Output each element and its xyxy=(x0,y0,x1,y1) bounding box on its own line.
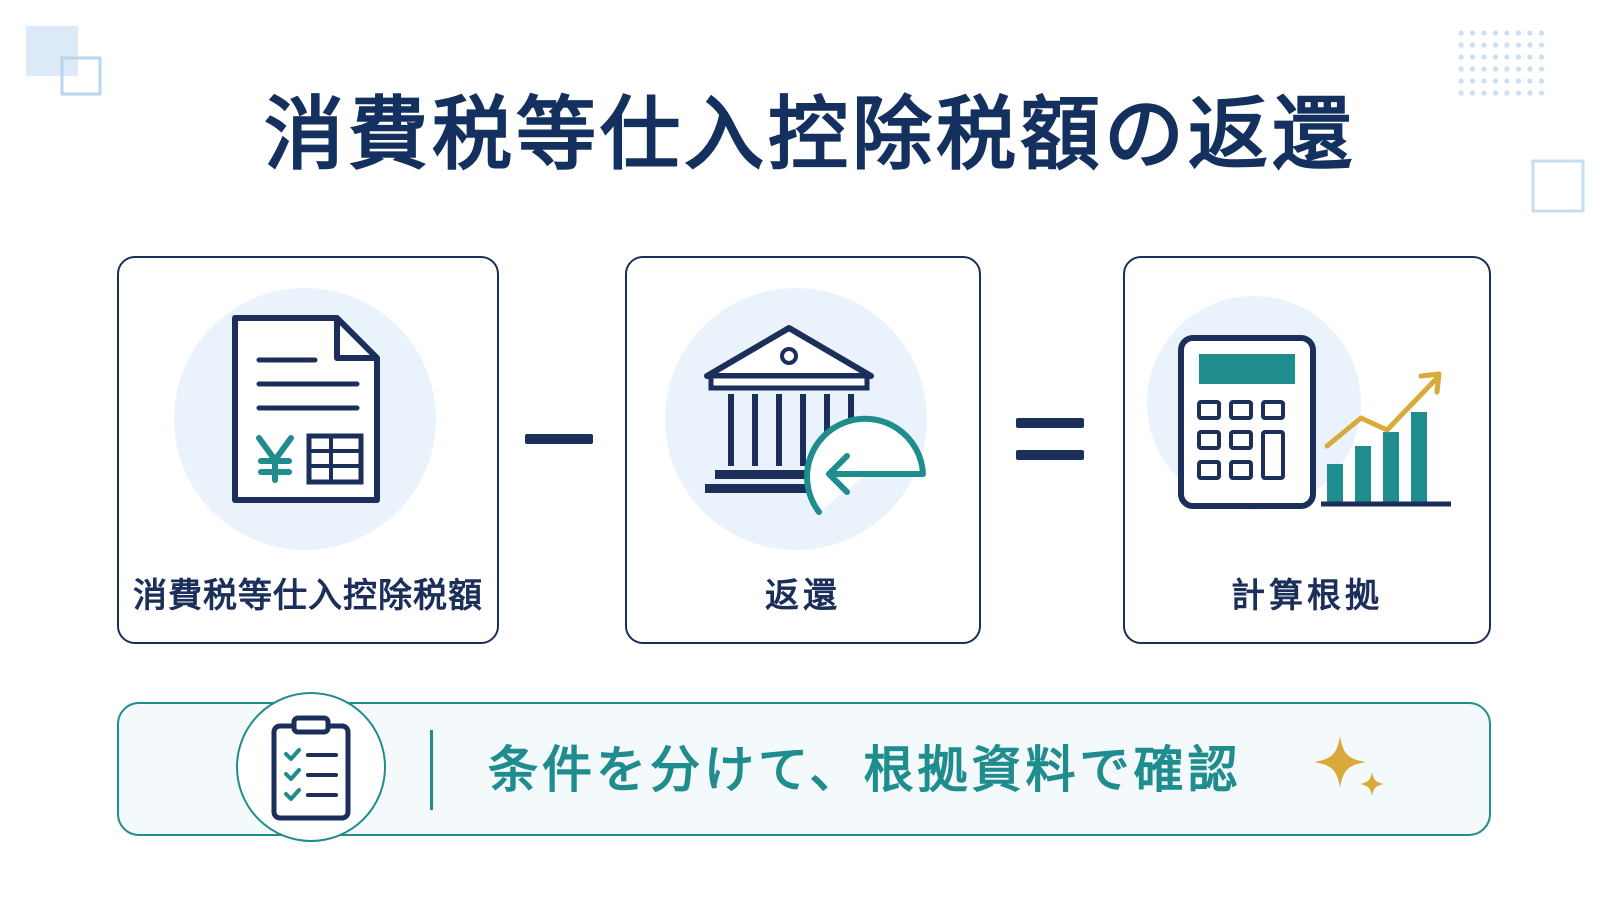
dot-grid-dot xyxy=(1527,42,1533,48)
dot-grid-dot xyxy=(1458,90,1464,96)
dot-grid-dot xyxy=(1481,66,1487,72)
dot-grid-dot xyxy=(1492,54,1499,60)
dot-grid-dot xyxy=(1481,54,1487,60)
bank-return-arrow-icon xyxy=(704,325,926,515)
dot-grid-dot xyxy=(1458,54,1464,60)
dot-grid-dot xyxy=(1481,42,1487,48)
dot-grid-dot xyxy=(1515,78,1522,84)
calculator-growth-chart-icon xyxy=(1178,335,1451,509)
dot-grid-dot xyxy=(1538,66,1545,72)
dot-grid-dot xyxy=(1492,90,1499,96)
dot-grid-dot xyxy=(1469,78,1476,84)
dot-grid-dot xyxy=(1469,42,1476,48)
dot-grid-dot xyxy=(1515,54,1522,60)
dot-grid-dot xyxy=(1504,66,1510,72)
card-refund: 返還 xyxy=(625,256,981,644)
dot-grid-dot xyxy=(1469,90,1476,96)
dot-grid-dot xyxy=(1527,30,1533,36)
dot-grid-dot xyxy=(1538,90,1545,96)
banner-divider xyxy=(430,730,433,810)
dot-grid-dot xyxy=(1481,90,1487,96)
dot-grid-dot xyxy=(1481,30,1487,36)
outline-square-decoration xyxy=(1531,159,1585,213)
dot-grid-dot xyxy=(1504,54,1510,60)
dot-grid-dot xyxy=(1492,78,1499,84)
card-label: 返還 xyxy=(765,576,841,616)
dot-grid-dot xyxy=(1469,66,1476,72)
corner-squares-decoration xyxy=(26,26,102,96)
banner-text: 条件を分けて、根拠資料で確認 xyxy=(488,741,1242,799)
clipboard-icon-circle xyxy=(236,692,386,842)
dot-grid-dot xyxy=(1527,54,1533,60)
card-purchase-tax-credit: 消費税等仕入控除税額 xyxy=(117,256,499,644)
dot-grid-dot xyxy=(1515,66,1522,72)
dot-grid-dot xyxy=(1538,54,1545,60)
dot-grid-dot xyxy=(1538,42,1545,48)
invoice-yen-document-icon xyxy=(232,315,380,503)
card-label: 消費税等仕入控除税額 xyxy=(133,576,483,616)
dot-grid-dot xyxy=(1515,90,1522,96)
dot-grid-dot xyxy=(1492,42,1499,48)
dot-grid-dot xyxy=(1458,66,1464,72)
dot-grid-dot xyxy=(1527,78,1533,84)
card-label: 計算根拠 xyxy=(1231,576,1383,616)
dot-grid-dot xyxy=(1458,78,1464,84)
dot-grid-dot xyxy=(1504,90,1510,96)
dot-grid-dot xyxy=(1515,30,1522,36)
dot-grid-dot xyxy=(1527,90,1533,96)
equals-operator-icon xyxy=(1016,418,1084,460)
dot-grid-dot xyxy=(1538,78,1545,84)
dot-grid-dot xyxy=(1504,78,1510,84)
dot-grid-dot xyxy=(1469,54,1476,60)
dot-grid-dot xyxy=(1458,42,1464,48)
minus-operator-icon xyxy=(525,434,593,444)
dot-grid-dot xyxy=(1492,66,1499,72)
page-title: 消費税等仕入控除税額の返還 xyxy=(264,88,1356,181)
dot-grid-dot xyxy=(1492,30,1499,36)
card-calculation-basis: 計算根拠 xyxy=(1123,256,1491,644)
dot-grid-dot xyxy=(1538,30,1545,36)
dot-grid-dot xyxy=(1481,78,1487,84)
dot-grid-dot xyxy=(1527,66,1533,72)
dot-grid-decoration xyxy=(1458,30,1545,96)
dot-grid-dot xyxy=(1504,30,1510,36)
sparkle-icon xyxy=(1314,736,1384,796)
dot-grid-dot xyxy=(1515,42,1522,48)
dot-grid-dot xyxy=(1458,30,1464,36)
dot-grid-dot xyxy=(1469,30,1476,36)
dot-grid-dot xyxy=(1504,42,1510,48)
clipboard-checklist-icon xyxy=(271,715,351,821)
